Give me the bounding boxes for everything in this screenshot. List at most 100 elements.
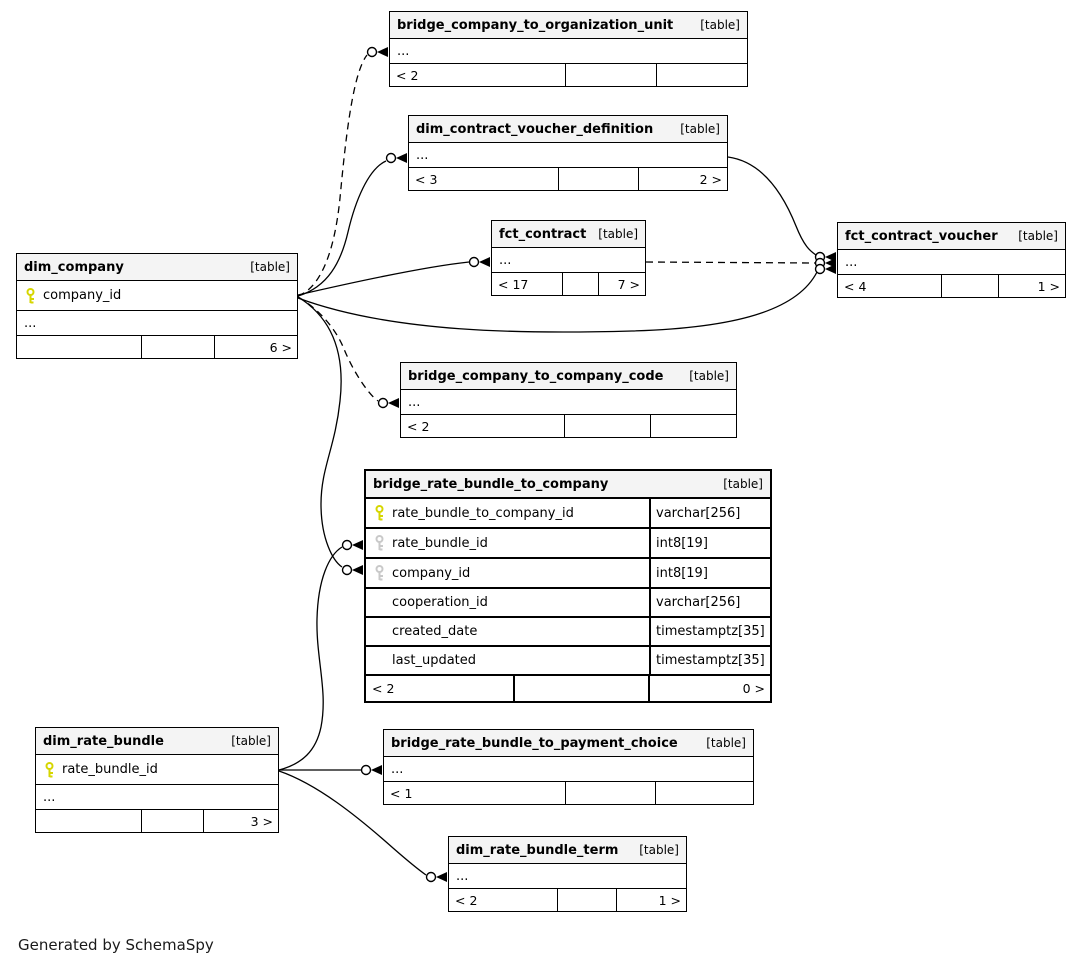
table-fct_contract_voucher[interactable]: fct_contract_voucher[table]... < 4 1 > [837,222,1066,298]
table-dim_rate_bundle[interactable]: dim_rate_bundle[table]rate_bundle_id...3… [35,727,279,833]
children-count: 6 > [213,336,297,358]
connector-arrow-icon [396,153,407,163]
columns-ellipsis-row: ... [838,250,1065,275]
parents-count: < 3 [415,171,438,187]
table-type-tag: [table] [689,369,729,383]
table-footer: 3 > [36,810,278,832]
connector-arrow-icon [352,540,363,550]
table-header[interactable]: dim_contract_voucher_definition[table] [409,116,727,143]
connector-circle-icon [341,539,353,551]
table-type-tag: [table] [598,227,639,241]
column-name: created_date [392,624,478,639]
relationship-edge-voucherdef-voucher [727,156,817,256]
generated-by-note: Generated by SchemaSpy [18,936,214,954]
table-type-tag: [table] [723,477,763,491]
table-header[interactable]: fct_contract [table] [492,221,645,248]
table-name: bridge_rate_bundle_to_company [373,476,609,492]
primary-key-icon [366,505,392,521]
table-header[interactable]: bridge_company_to_organization_unit [tabl… [390,12,747,39]
footer-spacer [564,64,656,86]
table-name: bridge_company_to_organization_unit [397,17,674,33]
children-count: 0 > [648,676,770,701]
children-count: 1 > [998,275,1065,297]
table-footer: < 2 [390,64,747,86]
connector-circle-icon [366,46,378,58]
column-name: rate_bundle_id [392,535,488,551]
table-header[interactable]: bridge_rate_bundle_to_payment_choice[tab… [384,730,753,757]
foreign-key-icon [366,565,392,581]
parents-count: < 4 [844,278,867,294]
column-name: company_id [392,565,471,581]
relationship-edge-company-fctcontract [297,261,470,296]
table-header[interactable]: bridge_rate_bundle_to_company [table] [366,471,770,499]
table-type-tag: [table] [231,734,271,748]
column-row-company_id: company_id [17,281,297,311]
table-bridge_company_to_company_code[interactable]: bridge_company_to_company_code[table]...… [400,362,737,438]
primary-key-icon [17,287,43,304]
table-footer: < 2 [401,415,736,437]
footer-spacer [141,336,214,358]
parents-count: < 2 [455,892,478,908]
connector-circle-icon [341,564,353,576]
parents-count: < 2 [372,681,395,696]
column-name: ... [845,254,858,270]
table-header[interactable]: fct_contract_voucher[table] [838,223,1065,250]
connector-arrow-icon [371,765,382,775]
column-name: company_id [43,288,122,303]
columns-ellipsis-row: ... [390,39,747,64]
columns-ellipsis-row: ... [409,143,727,168]
children-count [649,415,736,437]
column-type: timestamptz[35] [649,647,770,674]
parents-count: < 1 [390,785,413,801]
connector-circle-icon [814,257,826,269]
table-dim_contract_voucher_definition[interactable]: dim_contract_voucher_definition[table]..… [408,115,728,191]
columns-ellipsis-row: ... [17,311,297,336]
parents-count [17,336,141,358]
table-header[interactable]: dim_rate_bundle[table] [36,728,278,755]
connector-circle-icon [377,397,389,409]
children-count [655,782,753,804]
table-type-tag: [table] [700,18,740,32]
parents-count: < 2 [407,418,430,434]
relationship-edge-company-voucherdef [297,160,387,297]
table-header[interactable]: dim_company[table] [17,254,297,281]
relationship-edge-company-orgunit [297,54,368,297]
table-bridge_rate_bundle_to_company[interactable]: bridge_rate_bundle_to_company [table] rate… [364,469,772,703]
table-name: fct_contract [499,226,587,242]
table-name: dim_company [24,259,124,275]
column-type: varchar[256] [649,589,770,616]
connector-circle-icon [385,152,397,164]
table-footer: < 1 [384,782,753,804]
column-name: ... [397,43,410,59]
table-type-tag: [table] [639,843,679,857]
table-footer: < 2 0 > [366,676,770,701]
table-footer: < 4 1 > [838,275,1065,297]
table-type-tag: [table] [706,736,746,750]
footer-spacer [141,810,203,832]
columns-ellipsis-row: ... [449,864,686,889]
table-header[interactable]: dim_rate_bundle_term[table] [449,837,686,864]
connector-arrow-icon [825,252,836,262]
relationship-edge-fctcontract-voucher [645,261,816,264]
table-dim_company[interactable]: dim_company[table] company_id...6 > [16,253,298,359]
children-count [655,64,747,86]
primary-key-icon [36,761,62,778]
parents-count [36,810,141,832]
table-bridge_company_to_organization_unit[interactable]: bridge_company_to_organization_unit [tabl… [389,11,748,87]
table-header[interactable]: bridge_company_to_company_code[table] [401,363,736,390]
column-name: last_updated [392,653,477,668]
column-name: ... [499,252,512,268]
table-type-tag: [table] [1018,229,1058,243]
table-bridge_rate_bundle_to_payment_choice[interactable]: bridge_rate_bundle_to_payment_choice[tab… [383,729,754,805]
column-name: rate_bundle_to_company_id [392,505,574,521]
table-footer: 6 > [17,336,297,358]
